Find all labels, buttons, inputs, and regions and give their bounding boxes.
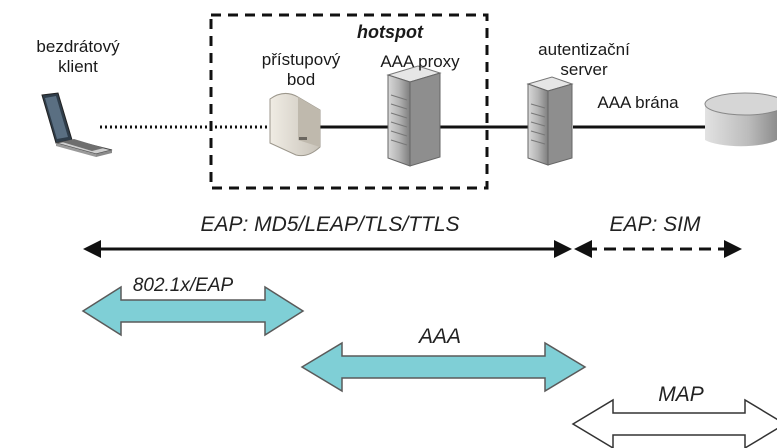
auth-server-icon (526, 76, 574, 166)
database-icon (704, 92, 777, 147)
auth-server-label-line1: autentizační (538, 40, 630, 59)
client-label-line1: bezdrátový (36, 37, 120, 56)
auth-server-label: autentizační server (522, 40, 646, 80)
client-label-line2: klient (58, 57, 98, 76)
access-point-icon (269, 93, 321, 157)
map-label: MAP (658, 383, 704, 406)
proxy-server-icon (386, 65, 442, 167)
aaa-gateway-label: AAA brána (597, 93, 679, 112)
hotspot-boundary (209, 13, 489, 190)
access-point-label: přístupový bod (248, 50, 354, 90)
laptop-icon (41, 92, 113, 157)
auth-server-label-line2: server (560, 60, 608, 79)
aaa-label: AAA (418, 325, 462, 348)
map-arrow (571, 398, 777, 448)
eap-sim-label: EAP: SIM (609, 213, 701, 236)
access-point-label-line1: přístupový (261, 50, 341, 69)
dot1x-label: 802.1x/EAP (132, 275, 234, 296)
dot1x-arrow (81, 285, 305, 337)
hotspot-label: hotspot (357, 22, 423, 42)
aaa-arrow (300, 341, 587, 393)
eap-sim-arrow (574, 240, 742, 258)
eap-main-label: EAP: MD5/LEAP/TLS/TTLS (200, 213, 460, 236)
client-label: bezdrátový klient (18, 37, 138, 77)
aaa-proxy-label: AAA proxy (380, 52, 460, 71)
access-point-label-line2: bod (286, 70, 316, 89)
eap-main-arrow (83, 240, 572, 258)
